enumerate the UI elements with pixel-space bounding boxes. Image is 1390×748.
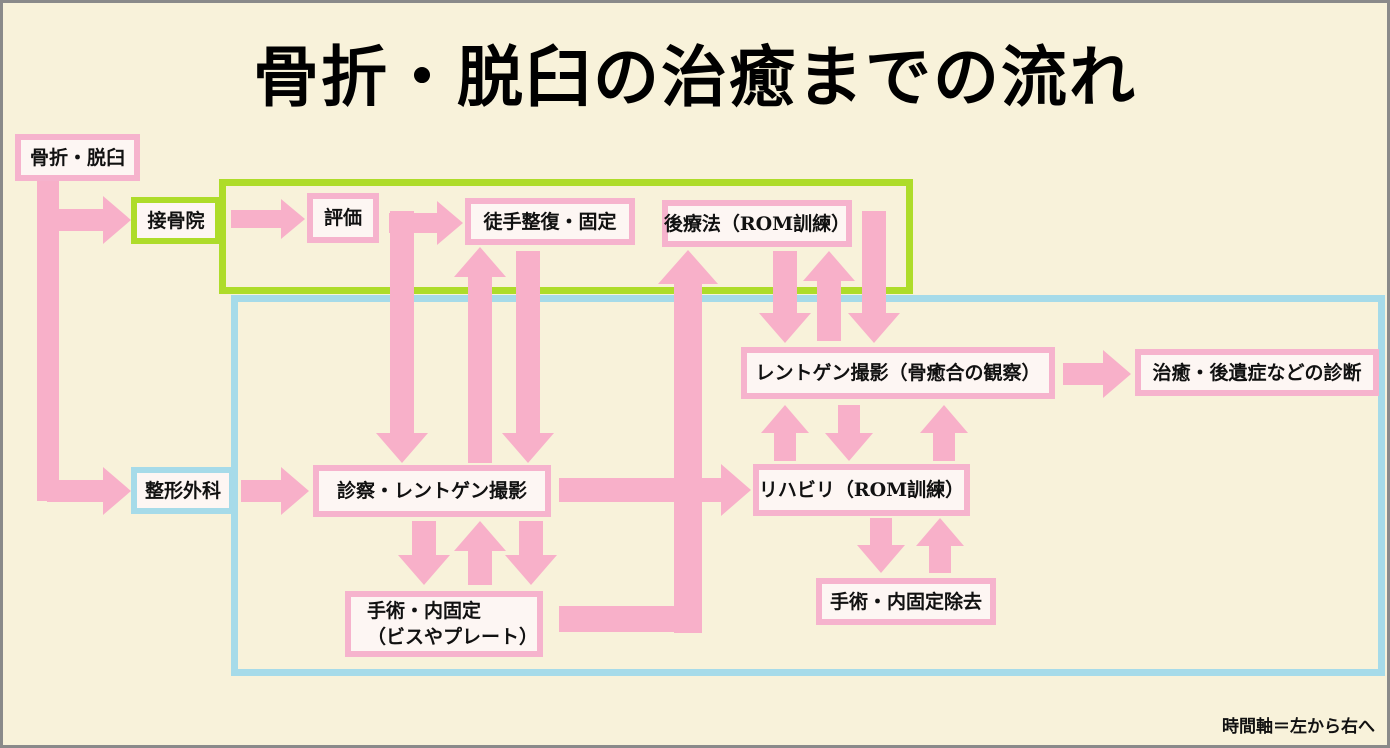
diagnosis-node: 治癒・後遺症などの診断 (1135, 349, 1379, 396)
hardware-removal-node: 手術・内固定除去 (816, 578, 996, 625)
surgery-to-exam-arrow (454, 521, 506, 585)
rehab-to-removal-arrow (857, 518, 905, 573)
xray-union-node: レントゲン撮影（骨癒合の観察） (741, 347, 1055, 399)
exam-to-surgery-left-arrow (398, 521, 450, 585)
fracture-node: 骨折・脱臼 (15, 134, 140, 181)
surgery-to-aftercare-arrow (658, 250, 718, 633)
diagram-title: 骨折・脱臼の治癒までの流れ (253, 38, 1137, 116)
to-orthopedics-arrow (47, 467, 131, 515)
rehab-node: リハビリ（ROM訓練） (753, 464, 970, 516)
bonesetter-region (219, 179, 913, 294)
surgery-out-line-arrow (559, 606, 689, 632)
rehab-to-xray-right-arrow (920, 405, 968, 461)
time-axis-note: 時間軸＝左から右へ (1222, 717, 1375, 737)
bonesetter-to-evaluation-arrow (231, 199, 305, 239)
rehab-to-xray-left-arrow (761, 405, 809, 461)
surgery-line-2: （ビスやプレート） (367, 626, 539, 648)
orthopedics-node: 整形外科 (131, 467, 235, 514)
removal-to-rehab-arrow (916, 518, 964, 573)
flow-arrows (37, 181, 1131, 633)
to-bonesetter-arrow (47, 196, 131, 244)
trunk-line-arrow (37, 181, 59, 501)
aftercare-side-to-xray-arrow (848, 211, 900, 343)
surgery-line-1: 手術・内固定 (367, 600, 482, 622)
evaluation-node: 評価 (307, 193, 379, 243)
evaluation-to-exam-arrow (376, 211, 428, 463)
xray-to-rehab-arrow (825, 405, 873, 461)
xray-to-diagnosis-arrow (1063, 350, 1131, 398)
exam-to-reduction-arrow (454, 247, 506, 463)
exam-to-rehab-arrow (559, 464, 751, 516)
exam-to-surgery-right-arrow (505, 521, 557, 585)
manual-reduction-node: 徒手整復・固定 (465, 198, 635, 245)
bonesetter-node: 接骨院 (131, 197, 221, 244)
xray-to-aftercare-arrow (803, 251, 855, 341)
evaluation-to-reduction-arrow (389, 201, 463, 245)
exam-xray-node: 診察・レントゲン撮影 (313, 465, 551, 517)
aftercare-node: 後療法（ROM訓練） (662, 200, 852, 247)
surgery-node: 手術・内固定 （ビスやプレート） (345, 591, 543, 657)
orthopedics-to-exam-arrow (241, 467, 309, 515)
reduction-to-exam-arrow (502, 251, 554, 463)
aftercare-side-cap-arrow (862, 211, 886, 217)
aftercare-to-xray-arrow (759, 251, 811, 343)
